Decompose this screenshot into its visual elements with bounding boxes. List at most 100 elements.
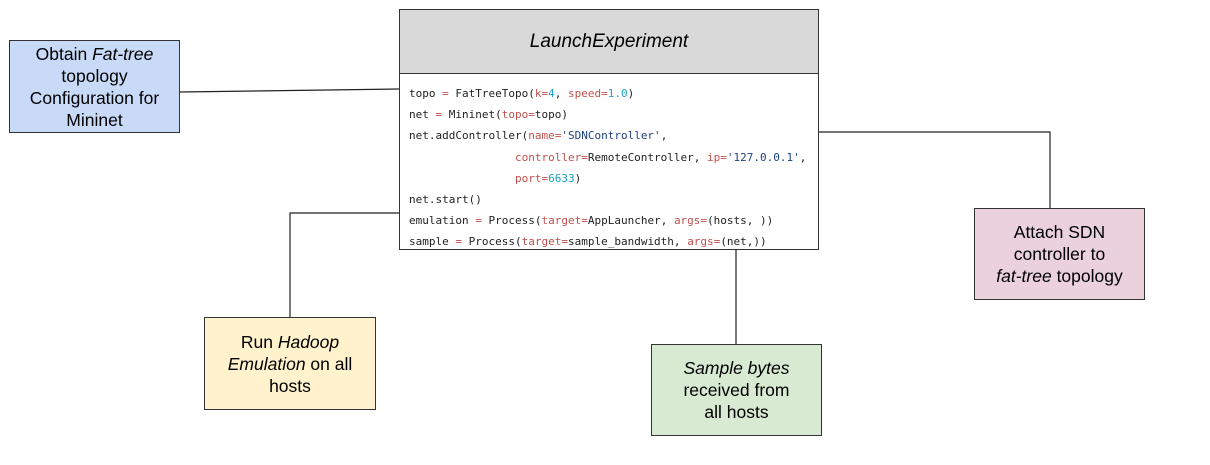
code-token: args	[673, 214, 701, 228]
note-line: all hosts	[683, 401, 789, 423]
code-token: RemoteController,	[587, 150, 708, 164]
code-token: k	[534, 87, 542, 100]
code-token: topo	[501, 108, 529, 122]
note-line: Emulation on all	[228, 353, 353, 375]
code-token: target	[541, 214, 582, 228]
code-token: =	[581, 150, 588, 164]
code-token: =	[581, 214, 588, 228]
code-token: Mininet(	[442, 108, 502, 122]
code-token: net	[409, 108, 436, 122]
note-text-segment: Obtain	[35, 43, 93, 64]
code-token: emulation	[409, 214, 476, 228]
code-token	[409, 151, 515, 164]
code-token: ,	[660, 129, 668, 143]
note-text-segment: Configuration for	[29, 87, 160, 108]
code-token: )	[574, 171, 582, 185]
note-line: Sample bytes	[683, 357, 789, 379]
code-token: Process(	[461, 235, 522, 249]
note-text-segment: topology	[1051, 266, 1123, 286]
code-token: =	[541, 87, 549, 100]
code-line: net.start()	[409, 189, 818, 210]
note-text-segment: received from	[683, 380, 790, 400]
code-token: 6633	[548, 171, 575, 185]
code-token: =	[561, 235, 568, 249]
note-text-segment: Attach SDN	[1013, 222, 1106, 242]
code-line: net.addController(name='SDNController',	[409, 125, 818, 146]
note-line: hosts	[228, 375, 353, 397]
code-token: =	[700, 214, 708, 228]
code-token: Process(	[481, 214, 542, 228]
code-token: 4	[548, 87, 555, 100]
code-line: topo = FatTreeTopo(k=4, speed=1.0)	[409, 83, 818, 104]
code-token: ,	[554, 87, 568, 100]
code-token: topo)	[534, 108, 568, 122]
note-text-segment: Emulation	[227, 353, 306, 374]
code-token: FatTreeTopo(	[448, 87, 535, 100]
note-text-segment: topology	[61, 65, 128, 86]
note-text-segment: Mininet	[66, 109, 123, 130]
code-token: AppLauncher,	[587, 214, 674, 228]
code-token: args	[687, 235, 714, 249]
code-token: =	[455, 235, 462, 249]
code-token: '127.0.0.1'	[726, 150, 800, 164]
code-token: =	[475, 214, 482, 228]
note-text-segment: Run	[240, 331, 278, 352]
note-line: controller to	[996, 243, 1122, 265]
note-text-segment: Sample bytes	[683, 358, 790, 378]
code-token: net.start()	[409, 192, 482, 206]
note-line: Attach SDN	[996, 221, 1122, 243]
code-line: port=6633)	[409, 168, 818, 189]
code-token	[409, 172, 515, 185]
note-text-segment: Hadoop	[277, 331, 340, 352]
code-token: speed	[567, 87, 602, 100]
code-token: =	[442, 87, 449, 100]
code-token: sample_bandwidth,	[567, 235, 688, 249]
code-token: )	[627, 87, 635, 100]
launch-experiment-box: LaunchExperiment topo = FatTreeTopo(k=4,…	[399, 9, 819, 250]
note-line: Mininet	[30, 109, 159, 131]
code-token: =	[601, 87, 608, 100]
code-token: (hosts, ))	[707, 214, 774, 228]
connector-fattree	[179, 88, 400, 93]
code-token: sample	[409, 235, 456, 249]
code-token: net.addController(	[409, 129, 529, 143]
note-text-segment: fat-tree	[996, 266, 1052, 286]
code-line: controller=RemoteController, ip='127.0.0…	[409, 147, 818, 168]
code-token: ip	[707, 150, 721, 164]
box-title: LaunchExperiment	[400, 10, 818, 74]
code-token: (net,))	[720, 235, 767, 249]
note-text-segment: controller to	[1013, 244, 1106, 264]
note-text-segment: all hosts	[704, 402, 769, 422]
code-line: emulation = Process(target=AppLauncher, …	[409, 210, 818, 231]
code-token: =	[554, 129, 562, 143]
connector-sdn	[819, 131, 1051, 208]
code-token: topo	[409, 87, 443, 100]
note-text-segment: hosts	[269, 375, 311, 396]
note-line: received from	[683, 379, 789, 401]
note-line: fat-tree topology	[996, 265, 1122, 287]
code-line: sample = Process(target=sample_bandwidth…	[409, 231, 818, 252]
code-token: ,	[799, 150, 807, 164]
code-token: =	[720, 150, 727, 164]
note-text-segment: Fat-tree	[92, 43, 154, 64]
note-text-segment: on all	[305, 353, 353, 374]
code-block: topo = FatTreeTopo(k=4, speed=1.0)net = …	[400, 74, 818, 253]
code-token: port	[514, 171, 542, 185]
note-line: Run Hadoop	[228, 331, 353, 353]
note-line: Obtain Fat-tree	[30, 43, 159, 65]
code-token: =	[541, 171, 549, 185]
code-token: controller	[514, 150, 582, 164]
code-line: net = Mininet(topo=topo)	[409, 104, 818, 125]
note-line: topology	[30, 65, 159, 87]
code-token: 'SDNController'	[561, 129, 661, 143]
connector-hadoop	[289, 212, 399, 317]
code-token: =	[713, 235, 721, 249]
